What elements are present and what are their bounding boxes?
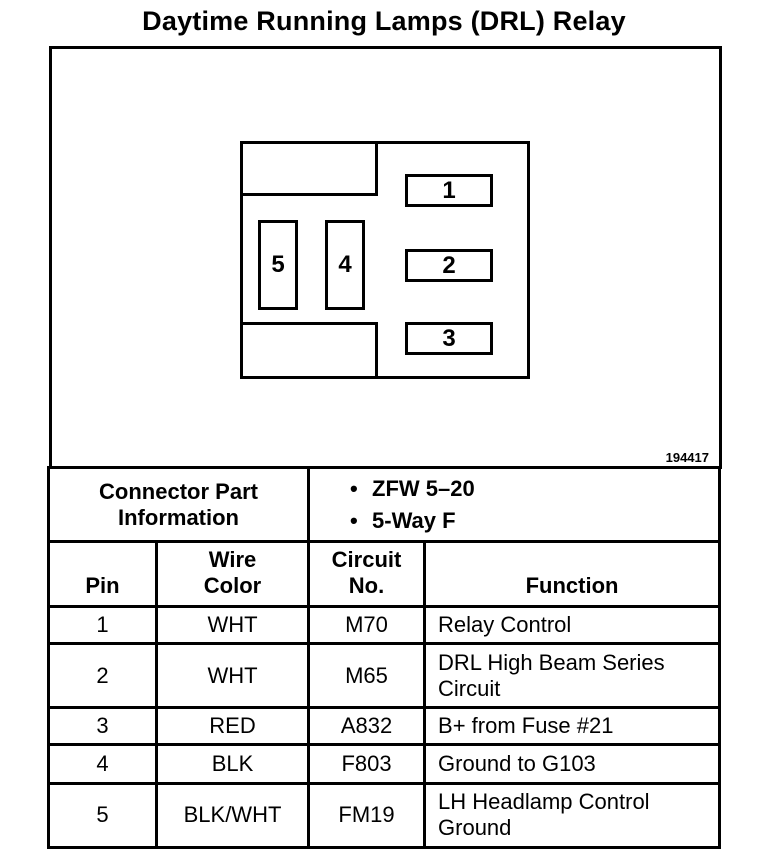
- table-row: 4 BLK F803 Ground to G103: [47, 743, 722, 785]
- col-header-function: Function: [423, 540, 722, 608]
- page-title: Daytime Running Lamps (DRL) Relay: [142, 6, 626, 36]
- connector-info-values: •ZFW 5–20 •5-Way F: [307, 465, 722, 544]
- pin-4-terminal: 4: [325, 220, 365, 310]
- connector-key-bottom: [240, 322, 378, 379]
- connector-info-row: Connector Part Information •ZFW 5–20 •5-…: [46, 465, 722, 544]
- figure-id: 194417: [665, 450, 709, 465]
- connector-diagram: 1 2 3 4 5 194417: [49, 46, 722, 469]
- table-row: 3 RED A832 B+ from Fuse #21: [47, 706, 722, 747]
- connector-info-label: Connector Part Information: [46, 465, 311, 544]
- table-row: 1 WHT M70 Relay Control: [47, 604, 722, 645]
- connector-face: 1 2 3 4 5: [240, 141, 530, 379]
- connector-key-top: [240, 141, 378, 196]
- pin-2-terminal: 2: [405, 249, 493, 282]
- pin-3-terminal: 3: [405, 322, 493, 355]
- pin-1-terminal: 1: [405, 174, 493, 207]
- connector-info-item: •5-Way F: [350, 507, 456, 533]
- col-header-pin: Pin: [47, 540, 158, 608]
- connector-info-item: •ZFW 5–20: [350, 475, 475, 501]
- pin-5-terminal: 5: [258, 220, 298, 310]
- pinout-table: Connector Part Information •ZFW 5–20 •5-…: [46, 465, 722, 850]
